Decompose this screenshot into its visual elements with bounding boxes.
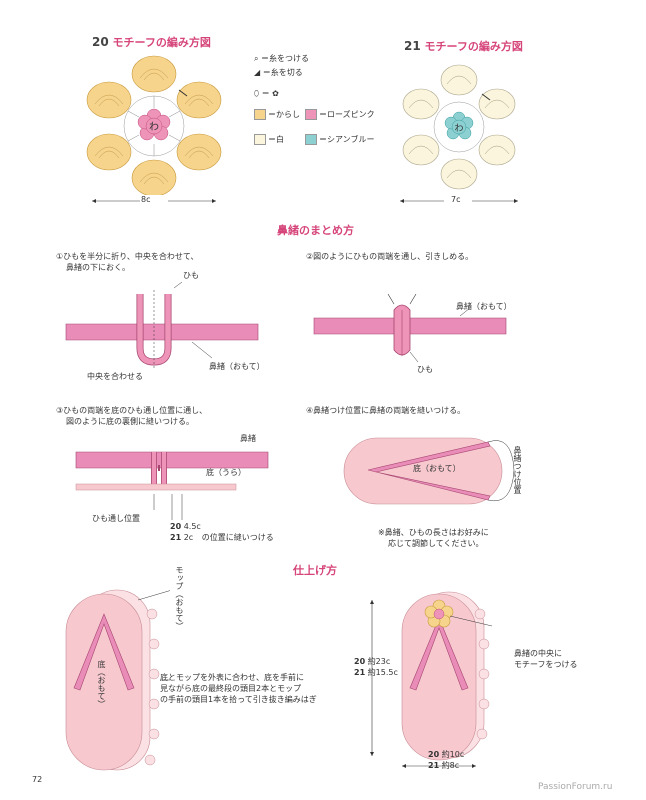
finish-v21h: 約15.5c xyxy=(367,668,398,677)
step3-line2: 図のように底の裏側に縫いつける。 xyxy=(66,417,194,426)
step2-diagram xyxy=(313,293,507,363)
motif21-title-text: モチーフの編み方図 xyxy=(424,40,523,53)
attach-yarn-icon: ⌕ xyxy=(254,54,259,63)
motif21-dimension xyxy=(400,195,518,207)
step4-sole-label: 底（おもて） xyxy=(413,464,461,473)
step2-text: ②図のようにひもの両端を通し、引きしめる。 xyxy=(306,252,474,261)
karashi-swatch xyxy=(254,109,266,120)
legend-attach-label: ＝糸をつける xyxy=(261,54,310,63)
legend-cyan-label: ＝シアンブルー xyxy=(319,135,375,144)
motif20-diagram: わ xyxy=(86,55,222,197)
finish-n21h: 21 xyxy=(354,668,366,677)
motif20-petals xyxy=(86,55,222,197)
section-finish-title: 仕上げ方 xyxy=(293,564,337,577)
step4-diagram xyxy=(343,437,515,505)
finish-motif-note2: モチーフをつける xyxy=(514,660,578,669)
motif21-center xyxy=(444,111,474,140)
legend-cut: ◢ ＝糸を切る xyxy=(254,67,303,78)
legend-cyan: ＝シアンブルー xyxy=(305,134,374,145)
finish-motif-note: 鼻緒の中央に モチーフをつける xyxy=(514,648,578,670)
step4-pos-label: 鼻緒つけ位置 xyxy=(513,446,522,494)
motif21-title: 21 モチーフの編み方図 xyxy=(404,38,523,54)
step3-text: ③ひもの両端を底のひも通し位置に通し、 図のように底の裏側に縫いつける。 xyxy=(56,405,207,427)
legend-karashi-label: ＝からし xyxy=(268,110,300,119)
legend-rose-label: ＝ローズピンク xyxy=(319,110,375,119)
finish-v20h: 約23c xyxy=(367,657,391,666)
note-line1: ※鼻緒、ひもの長さはお好みに xyxy=(378,528,489,537)
motif20-title-text: モチーフの編み方図 xyxy=(112,36,211,49)
step4-text: ④鼻緒つけ位置に鼻緒の両端を縫いつける。 xyxy=(306,406,466,415)
rose-swatch xyxy=(305,109,317,120)
finish-mop-label: モップ（おもて） xyxy=(175,566,184,630)
step3-hanao-label: 鼻緒 xyxy=(240,434,256,443)
step1-line1: ①ひもを半分に折り、中央を合わせて、 xyxy=(56,252,199,261)
motif21-width-label: 7c xyxy=(451,195,461,204)
step3-size20: 20 4.5c xyxy=(170,522,201,531)
finish-right-sandal xyxy=(370,591,492,768)
finish-n21w: 21 xyxy=(428,761,440,770)
finish-sole-label: 底（おもて） xyxy=(97,660,106,708)
watermark: PassionForum.ru xyxy=(538,782,613,792)
note-line2: 応じて調節してください。 xyxy=(388,539,484,548)
legend-white: ＝白 xyxy=(254,134,284,145)
finish-motif-note1: 鼻緒の中央に xyxy=(514,649,562,658)
finish-v21w: 約8c xyxy=(441,761,460,770)
legend-eq: ＝ xyxy=(261,89,270,98)
step3-pass-label: ひも通し位置 xyxy=(92,514,140,523)
white-swatch xyxy=(254,134,266,145)
finish-left-sandal xyxy=(65,589,170,771)
finish-width20: 20 約10c xyxy=(428,749,464,760)
step3-v20: 4.5c xyxy=(183,522,201,531)
step3-sew: の位置に縫いつける xyxy=(201,533,274,542)
finish-height20: 20 約23c xyxy=(354,656,390,667)
step1-text: ①ひもを半分に折り、中央を合わせて、 鼻緒の下におく。 xyxy=(56,251,198,273)
finish-text: 底とモップを外表に合わせ、底を手前に 見ながら底の最終段の頭目2本とモップ の手… xyxy=(160,672,317,705)
step1-hanao-label: 鼻緒（おもて） xyxy=(209,362,265,371)
motif20-width-label: 8c xyxy=(141,195,151,204)
legend-karashi: ＝からし xyxy=(254,109,300,120)
legend-white-label: ＝白 xyxy=(268,135,284,144)
cut-yarn-icon: ◢ xyxy=(254,68,261,77)
motif20-center-label: わ xyxy=(149,121,159,133)
step3-v21: 2c xyxy=(183,533,194,542)
legend-rose: ＝ローズピンク xyxy=(305,109,375,120)
step2-hanao-label: 鼻緒（おもて） xyxy=(456,302,512,311)
finish-text1: 底とモップを外表に合わせ、底を手前に xyxy=(160,673,304,682)
step3-line1: ③ひもの両端を底のひも通し位置に通し、 xyxy=(56,406,208,415)
section-hanao-title: 鼻緒のまとめ方 xyxy=(277,224,354,237)
motif21-diagram: わ xyxy=(402,64,516,190)
finish-text3: の手前の頭目1本を拾って引き抜き編みはぎ xyxy=(160,695,317,704)
legend-attach: ⌕ ＝糸をつける xyxy=(254,53,309,64)
step3-sole-label: 底（うら） xyxy=(206,468,246,477)
finish-text2: 見ながら底の最終段の頭目2本とモップ xyxy=(160,684,302,693)
finish-width21: 21 約8c xyxy=(428,760,459,771)
stitch-result-icon: ✿ xyxy=(272,89,279,98)
motif20-dimension xyxy=(92,195,216,207)
motif20-number: 20 xyxy=(92,35,109,49)
motif21-number: 21 xyxy=(404,39,421,53)
step3-n20: 20 xyxy=(170,522,182,531)
step2-himo-label: ひも xyxy=(417,365,433,374)
motif21-center-label: わ xyxy=(454,123,463,134)
motif20-title: 20 モチーフの編み方図 xyxy=(92,34,211,50)
motif20-center xyxy=(137,108,171,141)
legend-cut-label: ＝糸を切る xyxy=(262,68,303,77)
finish-v20w: 約10c xyxy=(441,750,465,759)
step1-line2: 鼻緒の下におく。 xyxy=(66,263,130,272)
page-number: 72 xyxy=(32,775,43,784)
finish-n20h: 20 xyxy=(354,657,366,666)
note: ※鼻緒、ひもの長さはお好みに 応じて調節してください。 xyxy=(378,527,489,549)
finish-height21: 21 約15.5c xyxy=(354,667,398,678)
step1-diagram xyxy=(65,282,259,370)
step3-diagram xyxy=(75,451,269,520)
stitch-symbol-icon: ⬯ xyxy=(254,89,260,98)
step1-center-label: 中央を合わせる xyxy=(87,372,143,381)
step3-n21: 21 xyxy=(170,533,182,542)
step1-himo-label: ひも xyxy=(183,271,199,280)
finish-n20w: 20 xyxy=(428,750,440,759)
cyan-swatch xyxy=(305,134,317,145)
legend-stitch: ⬯ ＝ ✿ xyxy=(254,88,279,99)
step3-size21: 21 2c の位置に縫いつける xyxy=(170,532,274,543)
